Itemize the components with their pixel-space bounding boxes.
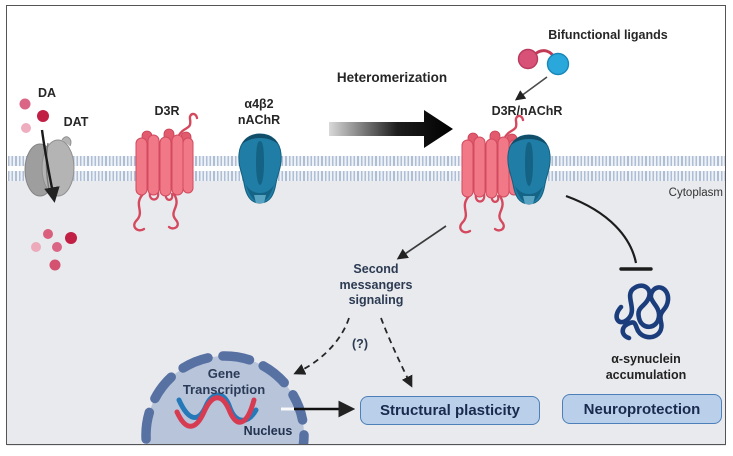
nachr-label-line2: nAChR: [237, 112, 281, 127]
nachr-label-line1: α4β2: [244, 97, 274, 111]
dashed-arrow-to-plasticity: [380, 317, 413, 388]
arrow-to-second-messengers: [396, 225, 447, 260]
second-messengers-line3: signaling: [348, 293, 404, 307]
bifunctional-ligand-icon: [517, 48, 570, 76]
gene-transcription-line2: Transcription: [182, 382, 266, 397]
dashed-arrow-to-nucleus: [293, 317, 350, 375]
d3r-receptor-icon: [133, 112, 199, 232]
neuroprotection-box: Neuroprotection: [562, 394, 722, 424]
structural-plasticity-box: Structural plasticity: [360, 396, 540, 425]
alpha-synuclein-line1: α-synuclein: [611, 352, 681, 366]
second-messengers-label: Second messangers signaling: [340, 262, 413, 309]
dat-label: DAT: [63, 115, 89, 129]
nucleus-ring: [141, 351, 309, 445]
alpha-synuclein-label: α-synuclein accumulation: [606, 352, 687, 383]
cytoplasm-label: Cytoplasm: [668, 187, 723, 199]
heteromer-label: D3R/nAChR: [491, 104, 563, 118]
gene-transcription-line1: Gene: [207, 366, 241, 381]
da-label: DA: [37, 86, 57, 100]
dopamine-dots-cytoplasm: [31, 229, 77, 271]
question-mark-label: (?): [352, 337, 368, 351]
bifunctional-ligands-label: Bifunctional ligands: [548, 28, 668, 42]
membrane-inner-leaflet: [8, 171, 726, 181]
dat-transporter-icon: [24, 136, 75, 197]
membrane-outer-leaflet: [8, 156, 726, 166]
heteromerization-arrow: [329, 110, 453, 148]
heteromerization-label: Heteromerization: [336, 70, 448, 85]
dopamine-dots-extracellular: [19, 98, 49, 133]
ligand-binding-arrow: [514, 76, 548, 101]
alpha-synuclein-icon: [614, 283, 671, 341]
dna-icon: [174, 392, 259, 429]
nachr-label: α4β2 nAChR: [238, 97, 280, 128]
nachr-receptor-icon: [238, 133, 282, 204]
nucleus-label: Nucleus: [243, 424, 293, 438]
second-messengers-line1: Second: [353, 262, 399, 276]
alpha-synuclein-line2: accumulation: [605, 367, 687, 382]
inhibition-arrow: [565, 194, 638, 264]
d3r-label: D3R: [154, 104, 180, 118]
gene-transcription-label: Gene Transcription: [183, 366, 265, 398]
dat-uptake-arrow: [40, 129, 60, 203]
second-messengers-line2: messangers: [339, 277, 413, 292]
